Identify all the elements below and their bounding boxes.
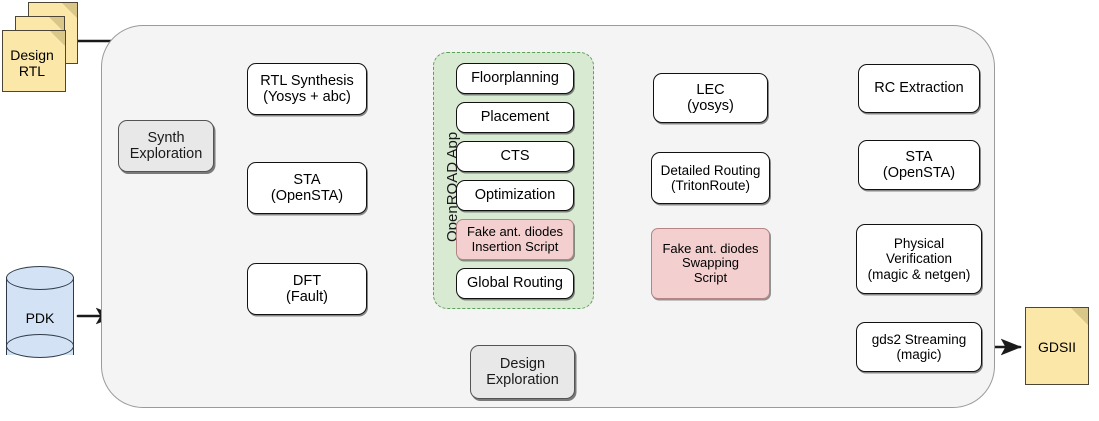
- node-rc-extraction[interactable]: RC Extraction: [858, 64, 980, 113]
- node-optimization[interactable]: Optimization: [456, 180, 574, 211]
- pdk-database: [6, 266, 74, 366]
- node-lec[interactable]: LEC (yosys): [653, 73, 768, 123]
- node-synth-exploration[interactable]: Synth Exploration: [118, 120, 214, 172]
- node-physical-verification[interactable]: Physical Verification (magic & netgen): [856, 224, 982, 294]
- gdsii-document-fold-icon: [1071, 308, 1088, 325]
- node-global-routing[interactable]: Global Routing: [456, 268, 574, 299]
- node-placement[interactable]: Placement: [456, 102, 574, 133]
- node-detailed-routing[interactable]: Detailed Routing (TritonRoute): [651, 152, 770, 204]
- node-design-exploration[interactable]: Design Exploration: [470, 345, 575, 399]
- pdk-cylinder-bottom: [6, 334, 74, 358]
- node-gds2-streaming[interactable]: gds2 Streaming (magic): [856, 322, 982, 372]
- document-fold-back-icon: [62, 3, 77, 18]
- node-fake-diodes-swapping[interactable]: Fake ant. diodes Swapping Script: [651, 228, 770, 299]
- gdsii-document: [1025, 307, 1091, 389]
- node-sta-signoff[interactable]: STA (OpenSTA): [858, 140, 980, 190]
- pdk-cylinder-top: [6, 266, 74, 290]
- pdk-label: PDK: [25, 310, 55, 326]
- node-rtl-synthesis[interactable]: RTL Synthesis (Yosys + abc): [247, 63, 367, 115]
- node-cts[interactable]: CTS: [456, 141, 574, 172]
- document-fold-front-icon: [50, 31, 65, 46]
- node-dft[interactable]: DFT (Fault): [247, 263, 367, 315]
- node-floorplanning[interactable]: Floorplanning: [456, 63, 574, 94]
- gdsii-label: GDSII: [1037, 339, 1077, 355]
- design-rtl-label: Design RTL: [10, 47, 54, 80]
- design-rtl-document-stack: [2, 2, 84, 94]
- node-fake-diodes-insertion[interactable]: Fake ant. diodes Insertion Script: [456, 219, 574, 260]
- node-sta-frontend[interactable]: STA (OpenSTA): [247, 162, 367, 214]
- document-fold-middle-icon: [49, 17, 64, 32]
